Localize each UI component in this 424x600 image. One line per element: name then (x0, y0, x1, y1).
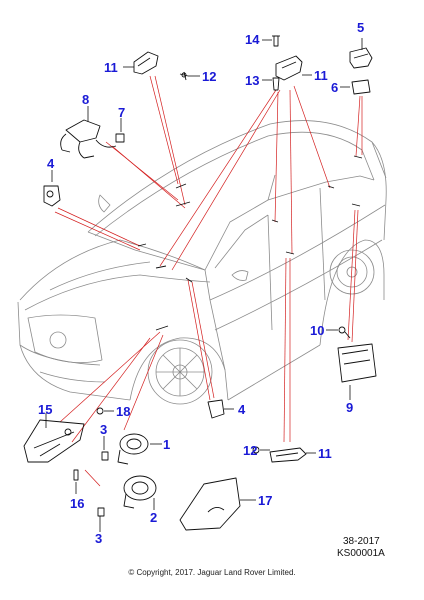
callout-13: 13 (245, 73, 260, 88)
connector-part-7 (115, 133, 125, 143)
callout-3-upper: 3 (100, 422, 108, 437)
screw-part-12-lower (252, 446, 260, 454)
bracket-part-15 (23, 419, 85, 463)
callout-17: 17 (258, 493, 273, 508)
callout-leaders (45, 38, 363, 532)
callout-5: 5 (357, 20, 365, 35)
callout-2: 2 (150, 510, 158, 525)
callout-12-upper: 12 (202, 69, 217, 84)
mount-points (137, 155, 363, 331)
callout-11-upper-left: 11 (104, 60, 118, 75)
horn-part-1 (117, 433, 149, 465)
pad-part-6 (351, 79, 371, 95)
callout-6: 6 (331, 80, 339, 95)
rain-sensor-cover-part (133, 51, 159, 75)
reference-code: KS00001A (337, 548, 385, 559)
bolt-part-14 (272, 35, 280, 47)
copyright-notice: © Copyright, 2017. Jaguar Land Rover Lim… (128, 568, 296, 577)
screw-part-18 (96, 407, 104, 415)
callout-10: 10 (310, 323, 325, 338)
callout-7: 7 (118, 105, 126, 120)
callout-8: 8 (82, 92, 90, 107)
sensor-part-4-left (43, 185, 61, 207)
bolt-part-3-upper (101, 451, 109, 461)
callout-11-upper-right: 11 (314, 68, 328, 83)
callout-18: 18 (116, 404, 131, 419)
leader-lines (54, 75, 363, 487)
control-module-part-9 (337, 343, 377, 383)
horn-part-2 (123, 475, 157, 509)
callout-16: 16 (70, 496, 85, 511)
module-part-5 (349, 47, 373, 69)
sensor-module-part-11-upper (275, 55, 303, 81)
cover-part-17 (179, 477, 241, 531)
reference-date: 38-2017 (343, 536, 380, 547)
components (23, 35, 377, 531)
callout-15: 15 (38, 402, 53, 417)
sensor-part-4-lower (207, 399, 225, 419)
callout-14: 14 (245, 32, 260, 47)
harness-part-8 (60, 119, 117, 159)
vehicle-outline (17, 120, 387, 405)
callout-3-lower: 3 (95, 531, 103, 546)
callout-9: 9 (346, 400, 354, 415)
bar-part-11-lower (269, 447, 307, 463)
screw-part-10 (338, 326, 351, 339)
callout-4-lower: 4 (238, 402, 246, 417)
callout-12-lower: 12 (243, 443, 258, 458)
callout-4-left: 4 (47, 156, 55, 171)
screw-part-16 (73, 469, 79, 481)
callout-1: 1 (163, 437, 171, 452)
callout-11-lower: 11 (318, 446, 332, 461)
fastener-part-13 (272, 77, 280, 91)
bolt-part-3-lower (97, 507, 105, 517)
screw-part-12-upper (179, 71, 189, 81)
